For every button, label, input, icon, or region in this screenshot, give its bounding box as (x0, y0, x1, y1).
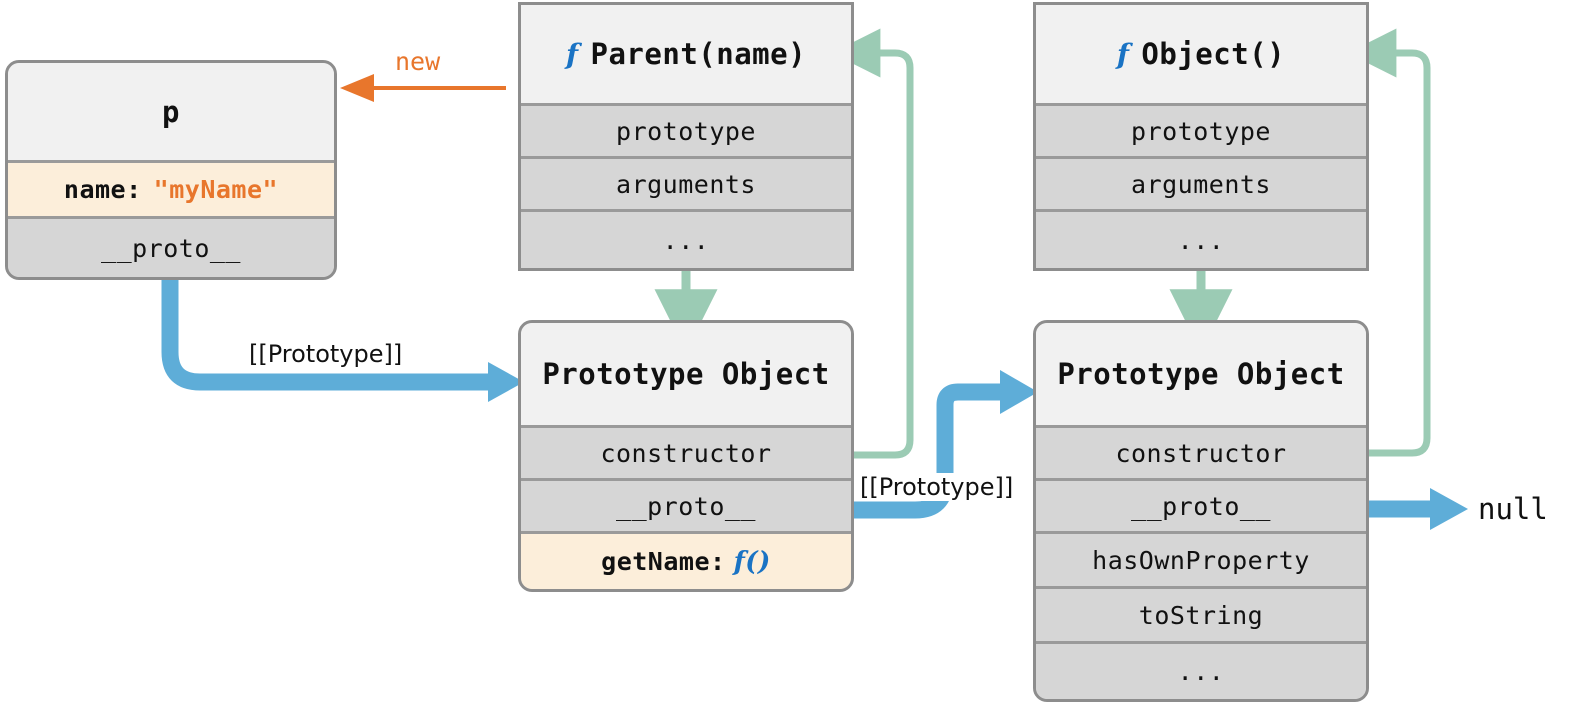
parent-row-arguments: arguments (521, 159, 851, 212)
blue-arrow-null-head (1430, 488, 1468, 530)
object-prototype-row-constructor: constructor (1036, 428, 1366, 481)
parent-constructor-title: Parent(name) (590, 37, 807, 71)
object-row-arguments: arguments (1036, 159, 1366, 212)
p-name-key: name: (63, 175, 142, 204)
parent-row-prototype: prototype (521, 106, 851, 159)
parent-row-ellipsis: ... (521, 212, 851, 268)
object-prototype-row-ellipsis: ... (1036, 644, 1366, 699)
parent-prototype-row-proto: __proto__ (521, 481, 851, 534)
parent-prototype-row-constructor: constructor (521, 428, 851, 481)
object-constructor-box[interactable]: f Object() prototype arguments ... (1033, 2, 1369, 271)
function-glyph-icon: f (565, 37, 579, 71)
object-row-ellipsis: ... (1036, 212, 1366, 268)
object-prototype-header: Prototype Object (1036, 323, 1366, 428)
edge-label-prototype-2: [[Prototype]] (857, 473, 1017, 501)
object-prototype-row-proto: __proto__ (1036, 481, 1366, 534)
null-terminator-label: null (1478, 492, 1548, 526)
p-instance-row-proto: __proto__ (8, 219, 334, 277)
edge-label-new: new (395, 47, 441, 76)
parent-prototype-row-getname: getName: f() (521, 534, 851, 589)
object-prototype-row-hasownproperty: hasOwnProperty (1036, 534, 1366, 589)
object-constructor-title: Object() (1141, 37, 1286, 71)
p-instance-row-name: name: "myName" (8, 163, 334, 219)
getname-key: getName: (601, 547, 726, 576)
parent-constructor-box[interactable]: f Parent(name) prototype arguments ... (518, 2, 854, 271)
function-glyph-icon: f (1116, 37, 1130, 71)
function-glyph-icon: f() (733, 546, 771, 577)
parent-prototype-object-box[interactable]: Prototype Object constructor __proto__ g… (518, 320, 854, 592)
p-instance-header: p (8, 63, 334, 163)
edge-label-prototype-1: [[Prototype]] (246, 340, 406, 368)
object-prototype-row-tostring: toString (1036, 589, 1366, 644)
p-name-value: "myName" (153, 175, 279, 204)
object-row-prototype: prototype (1036, 106, 1366, 159)
object-prototype-object-box[interactable]: Prototype Object constructor __proto__ h… (1033, 320, 1369, 702)
p-instance-box[interactable]: p name: "myName" __proto__ (5, 60, 337, 280)
parent-prototype-header: Prototype Object (521, 323, 851, 428)
orange-arrow-new-head (340, 74, 374, 102)
object-constructor-header: f Object() (1036, 5, 1366, 106)
parent-constructor-header: f Parent(name) (521, 5, 851, 106)
